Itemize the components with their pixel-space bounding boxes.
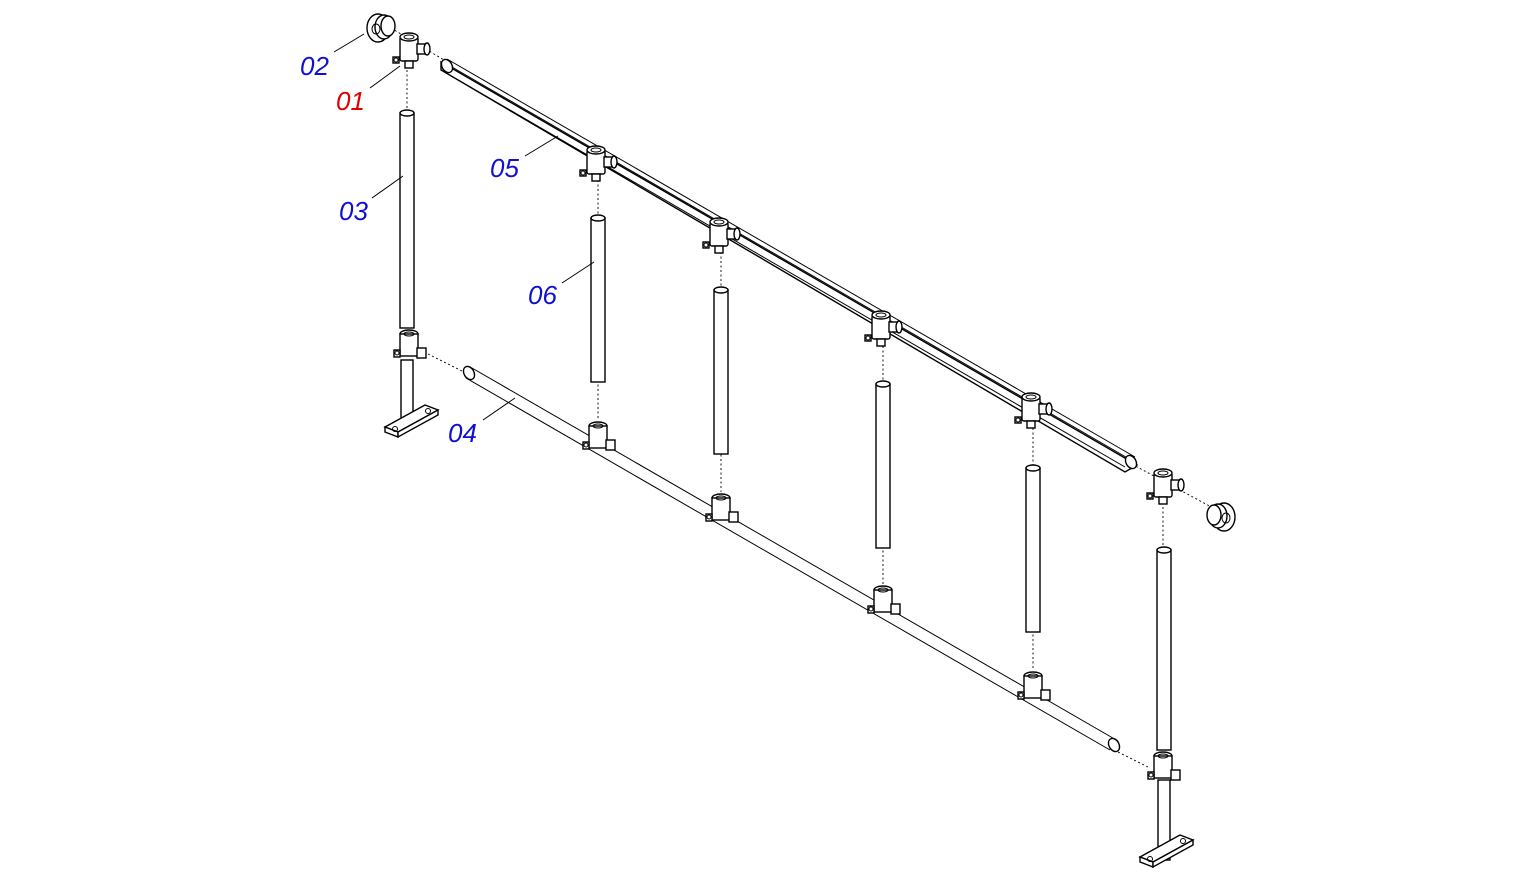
infill-bar-3 [875, 380, 891, 549]
leader-04 [482, 397, 516, 421]
post-right [1138, 546, 1195, 869]
callout-03: 03 [339, 196, 368, 226]
callout-labels: 02 01 03 05 06 04 [300, 51, 557, 448]
leader-06 [561, 261, 595, 284]
callout-05: 05 [490, 153, 519, 183]
infill-bar-2 [713, 286, 729, 455]
fitting-lower-right [1147, 751, 1181, 781]
centerline-cap-top-left [390, 27, 445, 61]
lower-rail [462, 365, 1121, 753]
callout-04: 04 [448, 418, 477, 448]
centerline-lower-rail-left [427, 353, 471, 376]
leader-03 [371, 175, 404, 199]
fitting-lower-3 [867, 585, 901, 615]
fitting-lower-left [393, 329, 427, 359]
fitting-lower-1 [582, 421, 616, 451]
callout-02: 02 [300, 51, 329, 81]
leader-01 [369, 65, 401, 89]
fitting-lower-2 [705, 493, 739, 523]
end-cap-right [1206, 502, 1236, 532]
centerline-lower-rail-right [1109, 747, 1151, 769]
infill-bar-1 [590, 214, 606, 383]
leader-lines [333, 33, 595, 421]
fittings [392, 32, 1185, 781]
end-cap-top-left [366, 13, 396, 43]
post-left [383, 109, 440, 439]
fitting-top-right [1146, 468, 1185, 505]
callout-06: 06 [528, 280, 557, 310]
infill-bars [590, 214, 1041, 633]
leader-05 [524, 135, 559, 157]
assembly-centerlines [390, 27, 1229, 769]
leader-02 [333, 33, 365, 53]
callout-01: 01 [336, 86, 365, 116]
infill-bar-4 [1025, 464, 1041, 633]
fitting-top-left [392, 32, 431, 69]
